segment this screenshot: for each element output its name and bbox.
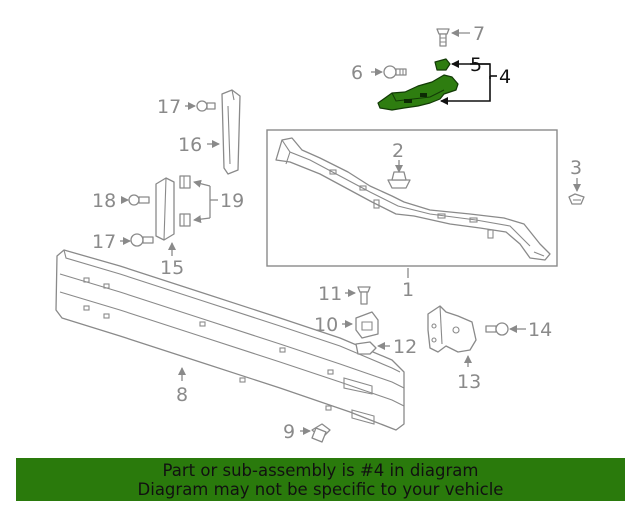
part-15-pad[interactable] bbox=[155, 177, 175, 241]
part-3-clip[interactable] bbox=[568, 193, 585, 205]
info-banner: Part or sub-assembly is #4 in diagram Di… bbox=[16, 458, 625, 501]
callout-1: 1 bbox=[402, 279, 414, 301]
part-16-bracket[interactable] bbox=[221, 89, 241, 175]
part-17-bolt-upper[interactable] bbox=[196, 100, 216, 112]
callout-17-lower: 17 bbox=[92, 231, 116, 253]
callout-17-upper: 17 bbox=[157, 96, 181, 118]
part-10-retainer[interactable] bbox=[355, 311, 379, 339]
part-8-bumper-beam[interactable] bbox=[55, 249, 405, 431]
part-2-clip[interactable] bbox=[387, 171, 411, 189]
callout-13: 13 bbox=[457, 371, 481, 393]
part-11-bolt[interactable] bbox=[357, 286, 371, 305]
part-4-bracket[interactable] bbox=[377, 74, 459, 111]
part-19-clip-upper[interactable] bbox=[179, 175, 191, 189]
part-19-clip-lower[interactable] bbox=[179, 213, 191, 227]
callout-10: 10 bbox=[314, 314, 338, 336]
callout-19-leader bbox=[193, 179, 218, 224]
part-9-bolt[interactable] bbox=[311, 423, 331, 443]
callout-5: 5 bbox=[470, 54, 482, 76]
part-1-support[interactable] bbox=[275, 137, 551, 261]
callout-4-leader bbox=[440, 60, 497, 105]
banner-line-1: Part or sub-assembly is #4 in diagram bbox=[162, 461, 479, 480]
callout-14: 14 bbox=[528, 319, 552, 341]
banner-line-2: Diagram may not be specific to your vehi… bbox=[137, 480, 504, 499]
part-12-clip[interactable] bbox=[355, 341, 377, 355]
part-14-bolt[interactable] bbox=[485, 322, 509, 336]
part-17-bolt-lower[interactable] bbox=[130, 233, 154, 247]
part-7-bolt[interactable] bbox=[436, 28, 450, 47]
part-18-bolt[interactable] bbox=[128, 194, 150, 206]
callout-19: 19 bbox=[220, 190, 244, 212]
callout-15: 15 bbox=[160, 257, 184, 279]
callout-3: 3 bbox=[570, 157, 582, 179]
part-1-group-box bbox=[266, 129, 558, 267]
callout-12: 12 bbox=[393, 336, 417, 358]
part-5-clip[interactable] bbox=[434, 58, 451, 71]
callout-16: 16 bbox=[178, 134, 202, 156]
callout-8: 8 bbox=[176, 384, 188, 406]
part-6-bolt[interactable] bbox=[383, 65, 407, 79]
part-13-bracket[interactable] bbox=[427, 305, 477, 353]
callout-9: 9 bbox=[283, 421, 295, 443]
callout-6: 6 bbox=[351, 62, 363, 84]
callout-2: 2 bbox=[392, 140, 404, 162]
callout-11: 11 bbox=[318, 283, 342, 305]
callout-18: 18 bbox=[92, 190, 116, 212]
callout-4: 4 bbox=[499, 66, 511, 88]
callout-7: 7 bbox=[473, 23, 485, 45]
